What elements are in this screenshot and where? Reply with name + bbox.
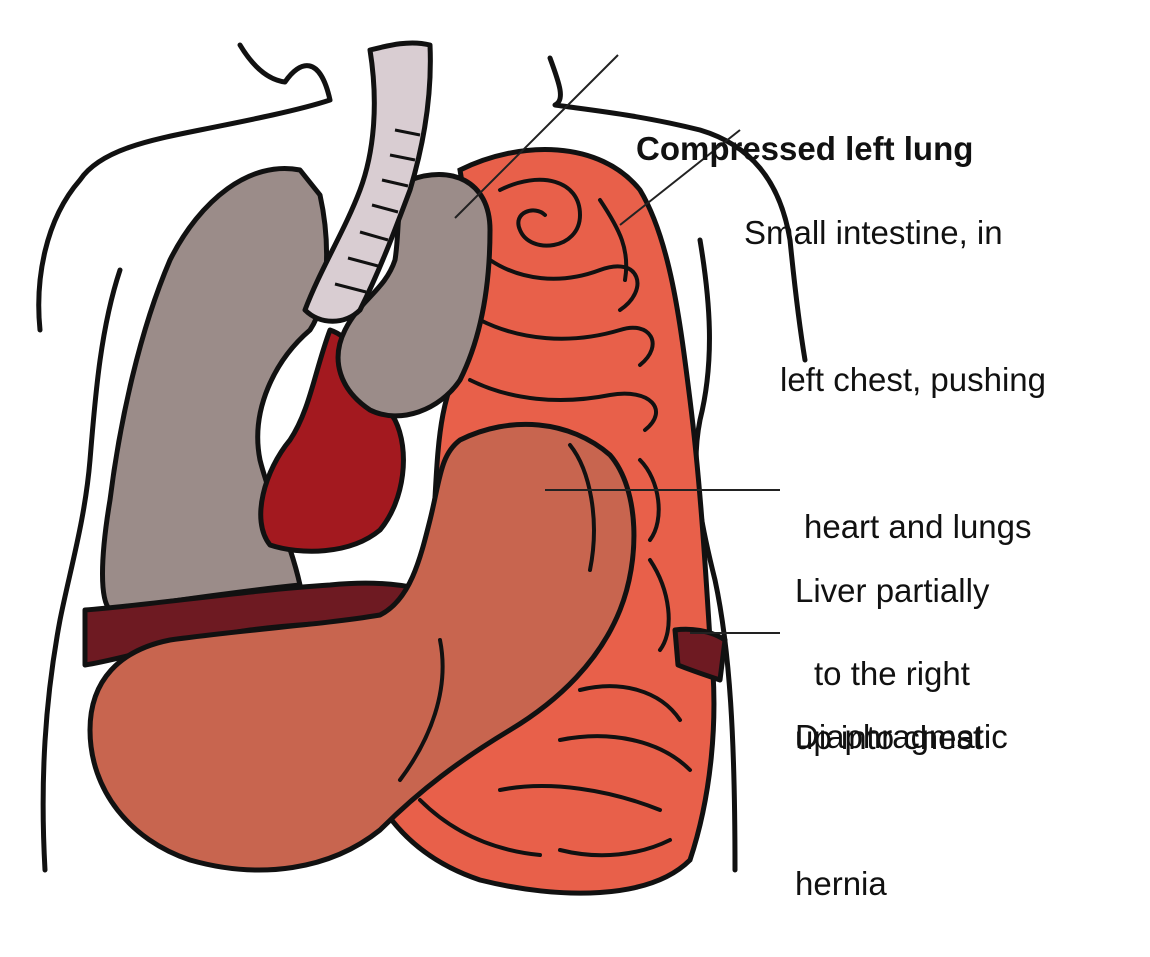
label-intestine-line: heart and lungs xyxy=(804,508,1032,545)
label-intestine-line: to the right xyxy=(814,655,970,692)
label-intestine-line: left chest, pushing xyxy=(780,361,1046,398)
label-hernia-line: hernia xyxy=(795,865,887,902)
label-diaphragmatic-hernia: Diaphragmatic hernia xyxy=(795,614,1008,957)
label-intestine-line: Small intestine, in xyxy=(744,214,1003,251)
trachea xyxy=(302,40,433,324)
label-lung-text: Compressed left lung xyxy=(636,130,974,167)
label-compressed-left-lung: Compressed left lung xyxy=(636,26,973,222)
label-liver: Liver partially up into chest xyxy=(795,468,989,811)
liver xyxy=(87,421,637,873)
label-liver-line: up into chest xyxy=(795,719,983,756)
label-liver-line: Liver partially xyxy=(795,572,990,609)
leader-line-intestine xyxy=(619,129,741,226)
leader-lines xyxy=(454,54,780,634)
label-small-intestine: Small intestine, in left chest, pushing … xyxy=(744,110,1046,747)
label-hernia-line: Diaphragmatic xyxy=(795,718,1008,755)
leader-line-lung xyxy=(454,54,619,219)
compressed-left-lung xyxy=(335,171,493,419)
